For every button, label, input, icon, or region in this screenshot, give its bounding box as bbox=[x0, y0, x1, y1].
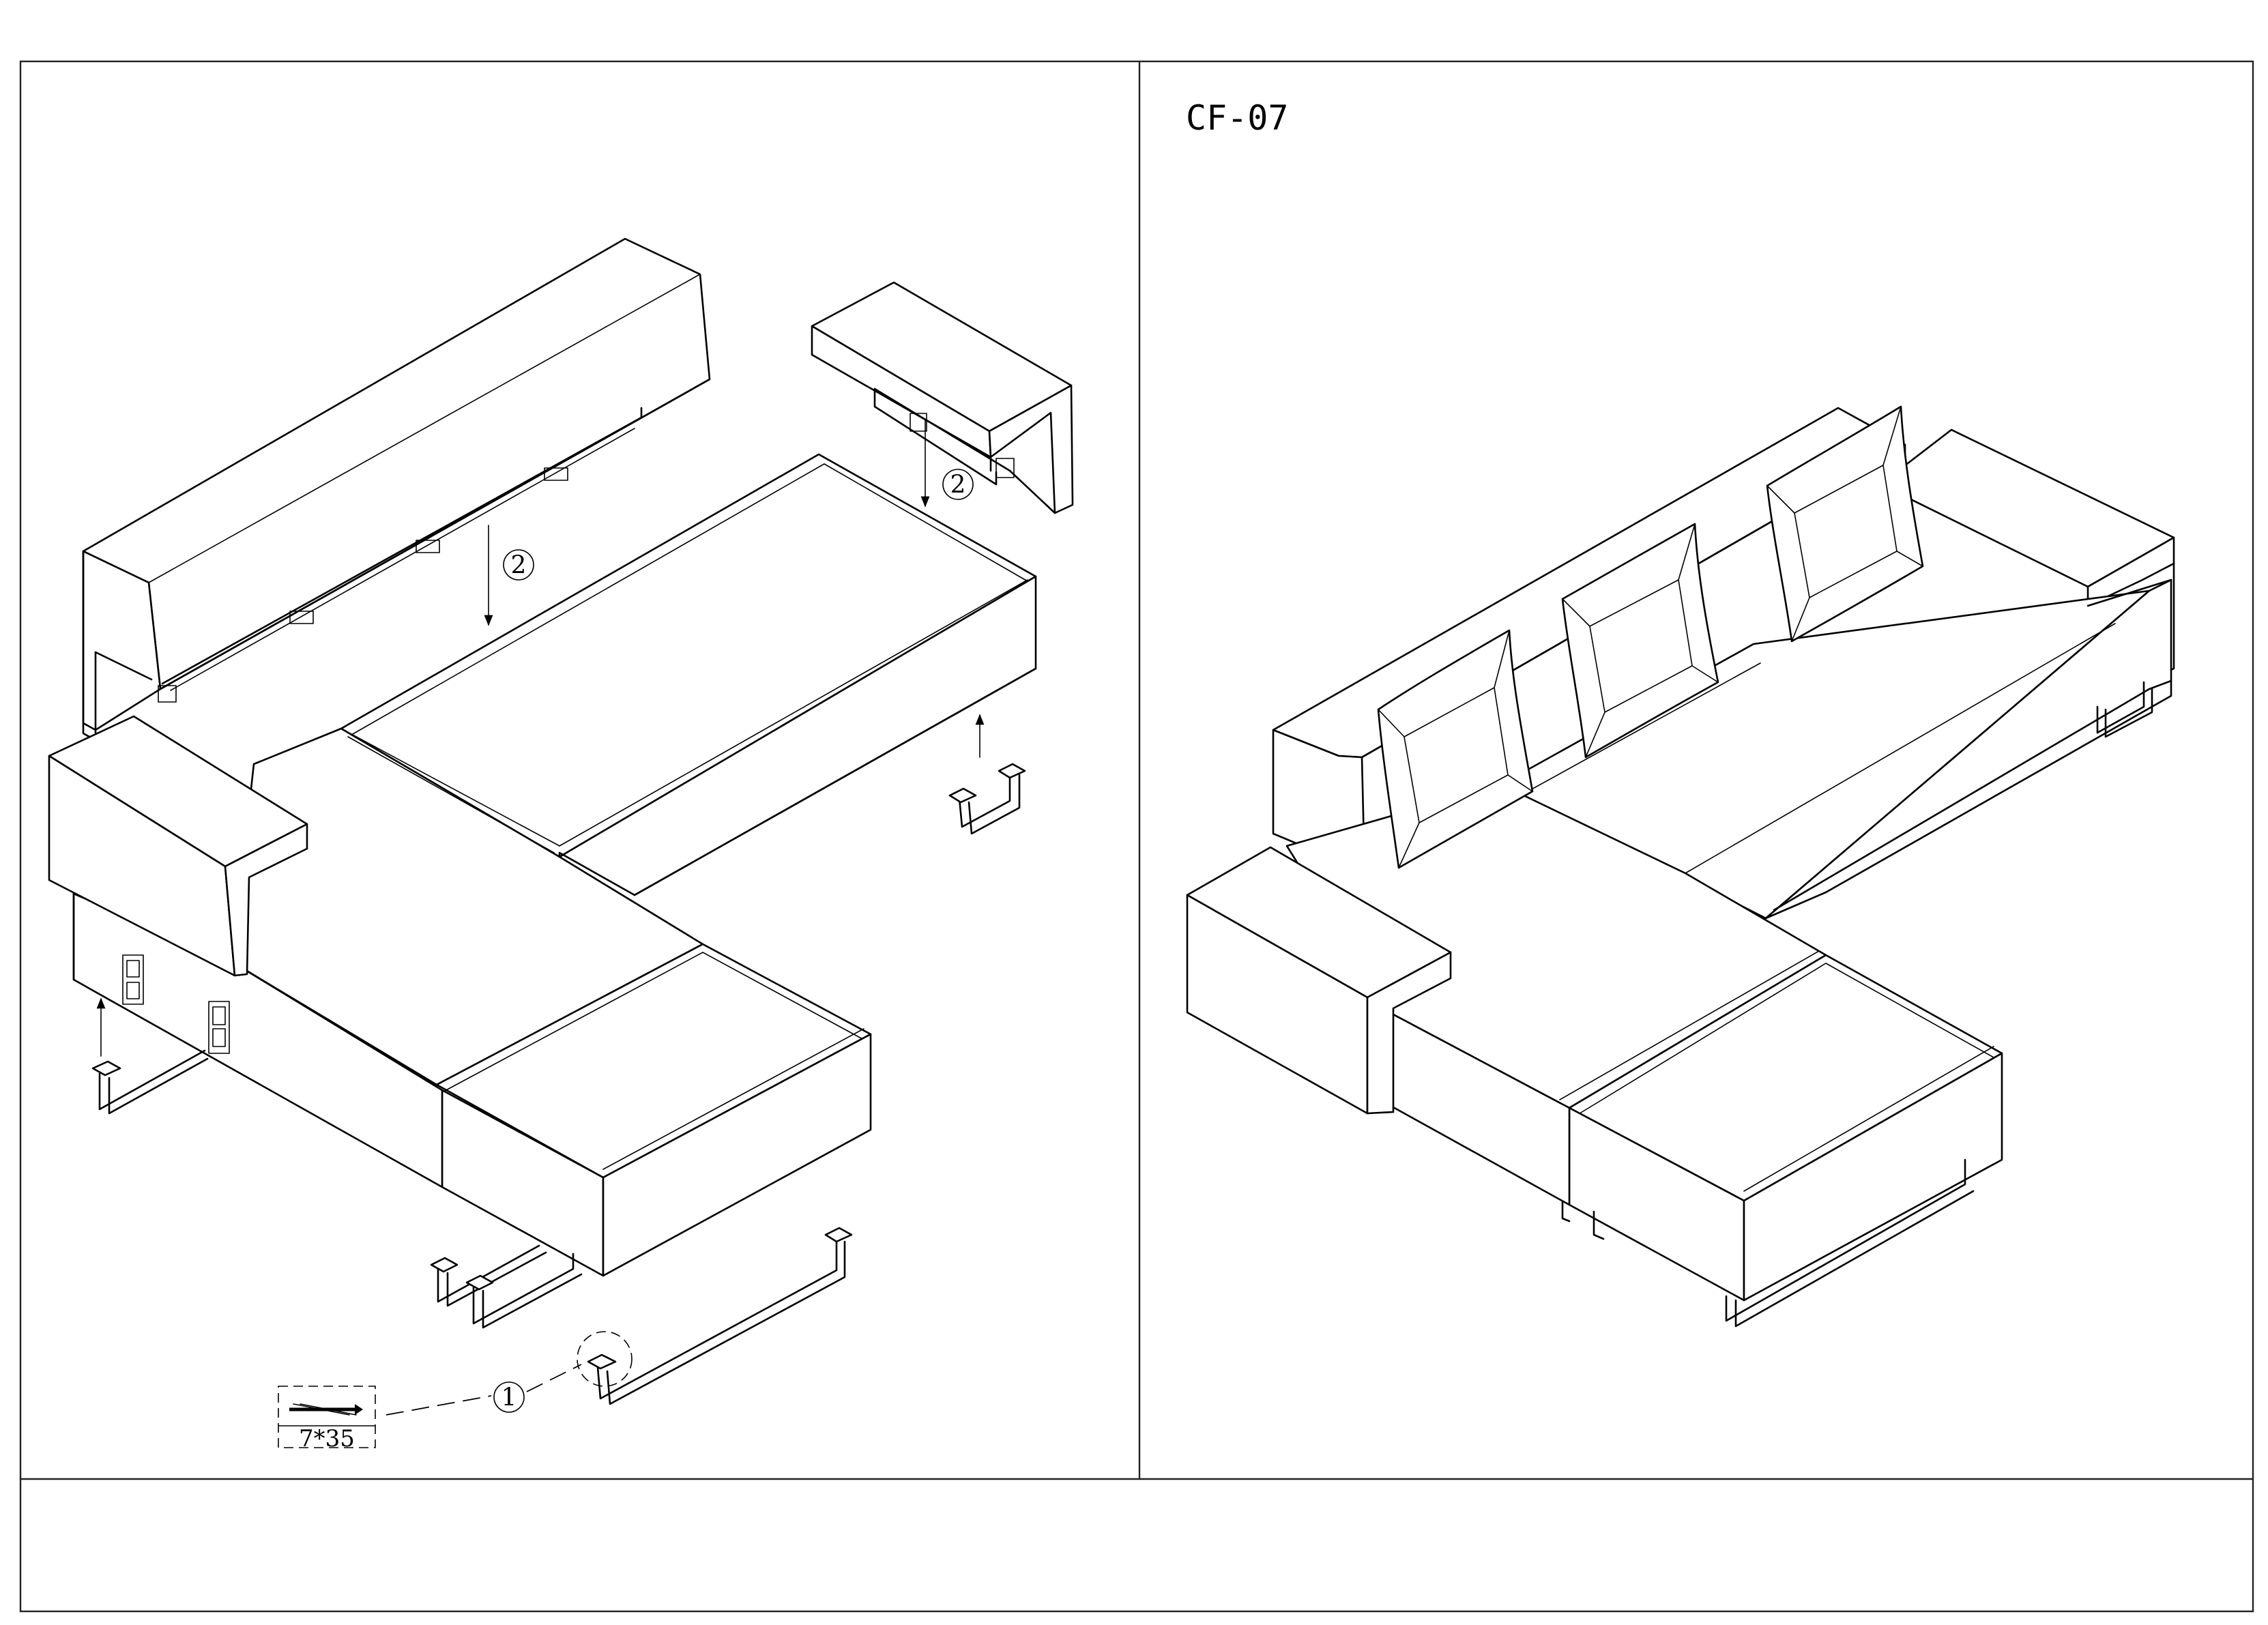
callout-leg: 1 bbox=[386, 1331, 633, 1416]
assembled-view: CF-07 bbox=[1186, 98, 2175, 1328]
callout-armrest: 2 bbox=[942, 469, 974, 500]
backrest-panel bbox=[82, 237, 711, 742]
drawing-frame bbox=[19, 60, 2254, 1613]
pillow-left bbox=[1377, 629, 1534, 869]
model-code: CF-07 bbox=[1186, 98, 1289, 138]
right-armrest bbox=[811, 281, 1074, 514]
screw-icon bbox=[289, 1403, 363, 1416]
assembly-arrows bbox=[96, 420, 985, 1057]
callout-label: 1 bbox=[501, 1384, 517, 1412]
long-seat-section bbox=[340, 453, 1037, 896]
assembled-ottoman bbox=[1561, 954, 2003, 1328]
leg-long-right bbox=[948, 763, 1026, 835]
callout-label: 2 bbox=[950, 471, 966, 499]
leg-front-c bbox=[587, 1227, 853, 1405]
leg-front-b bbox=[465, 1253, 583, 1329]
assembled-left-arm bbox=[1186, 846, 1452, 1115]
pillow-middle bbox=[1561, 523, 1719, 759]
leg-front-a bbox=[430, 1244, 547, 1307]
ottoman-seat bbox=[435, 943, 872, 1277]
leg-left bbox=[91, 1049, 209, 1115]
pillow-right bbox=[1766, 405, 1924, 643]
exploded-view: 2 2 1 7*35 bbox=[48, 237, 1074, 1452]
left-armrest bbox=[48, 715, 308, 977]
callout-backrest: 2 bbox=[503, 549, 534, 581]
screw-spec-box: 7*35 bbox=[278, 1386, 376, 1452]
screw-size-label: 7*35 bbox=[299, 1425, 355, 1452]
callout-label: 2 bbox=[511, 552, 527, 580]
